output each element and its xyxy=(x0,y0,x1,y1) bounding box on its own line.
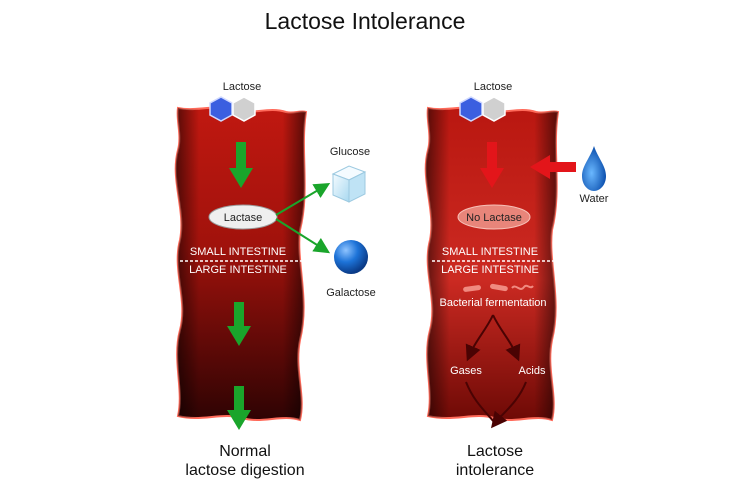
acids-label: Acids xyxy=(519,365,546,377)
left-lactose-label: Lactose xyxy=(223,81,262,93)
left-arrow-down-3-icon xyxy=(227,386,251,430)
left-arrow-down-2-icon xyxy=(227,302,251,346)
right-small-intestine-label: SMALL INTESTINE xyxy=(442,246,538,258)
fermentation-label: Bacterial fermentation xyxy=(440,297,547,309)
galactose-label: Galactose xyxy=(326,287,376,299)
bacteria-icon xyxy=(463,283,534,292)
lactase-enzyme: Lactase xyxy=(208,204,278,230)
arrow-to-galactose xyxy=(275,218,331,254)
glucose-cube-icon xyxy=(331,165,367,203)
right-caption: Lactose intolerance xyxy=(420,442,570,480)
water-drop-icon xyxy=(582,146,606,191)
arrow-to-gases xyxy=(465,314,494,362)
no-lactase-label: No Lactase xyxy=(466,212,522,224)
right-lactose-label: Lactose xyxy=(474,81,513,93)
acids-merge-arrow xyxy=(491,381,527,429)
arrow-to-glucose xyxy=(275,182,331,216)
glucose-label: Glucose xyxy=(330,146,370,158)
left-arrow-down-icon xyxy=(229,142,253,188)
lactase-label: Lactase xyxy=(224,212,263,224)
water-label: Water xyxy=(580,193,609,205)
left-large-intestine-label: LARGE INTESTINE xyxy=(189,264,287,276)
left-intestine xyxy=(174,106,308,422)
right-arrow-down-icon xyxy=(480,142,504,188)
left-caption: Normal lactose digestion xyxy=(165,442,325,480)
left-small-intestine-label: SMALL INTESTINE xyxy=(190,246,286,258)
left-caption-line1: Normal xyxy=(219,443,271,460)
right-lactose-molecule-icon xyxy=(459,96,506,122)
water-arrow-left-icon xyxy=(530,155,576,179)
right-caption-line2: intolerance xyxy=(455,462,535,479)
right-caption-line1: Lactose xyxy=(466,443,524,460)
no-lactase-enzyme: No Lactase xyxy=(457,204,531,230)
galactose-sphere-icon xyxy=(334,240,368,274)
left-caption-line2: lactose digestion xyxy=(185,462,305,479)
page-title: Lactose Intolerance xyxy=(264,8,466,34)
arrow-to-acids xyxy=(492,314,521,362)
gases-label: Gases xyxy=(450,365,482,377)
right-intestine xyxy=(424,106,560,422)
right-large-intestine-label: LARGE INTESTINE xyxy=(441,264,539,276)
left-lactose-molecule-icon xyxy=(209,96,256,122)
